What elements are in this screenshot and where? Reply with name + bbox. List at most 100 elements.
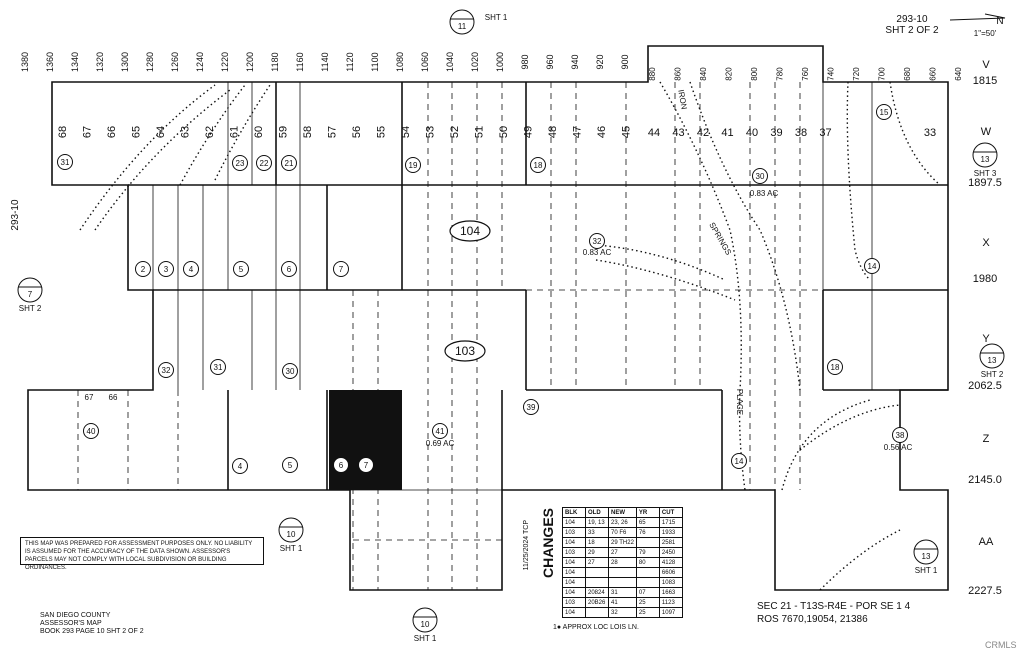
tick-label: 1020	[470, 52, 480, 72]
parcel-circle	[232, 155, 248, 171]
dashed-lines	[77, 82, 823, 590]
changes-cell: 27	[608, 547, 637, 558]
parcel-number: 7	[339, 265, 344, 274]
changes-header-cell: OLD	[585, 507, 609, 518]
changes-cell: 1123	[658, 597, 683, 608]
parcel-circle	[333, 261, 349, 277]
section-line-2: ROS 7670,19054, 21386	[757, 614, 868, 625]
parcel-circle	[183, 261, 199, 277]
parcel-number: 4	[238, 462, 243, 471]
row-letter: Z	[983, 433, 990, 445]
changes-cell: 32	[608, 607, 637, 618]
block-number: 103	[455, 344, 475, 358]
block-number: 104	[460, 224, 480, 238]
sheet-ref-label: SHT 1	[485, 13, 508, 22]
parcel-circle	[282, 457, 298, 473]
changes-cell	[635, 567, 660, 578]
scale-label: 1"=50'	[974, 29, 997, 38]
lot-number: 48	[547, 126, 559, 138]
block-ellipse	[444, 340, 486, 362]
changes-cell: 1715	[658, 517, 683, 528]
row-value: 2062.5	[968, 380, 1002, 392]
parcel-circle	[333, 457, 349, 473]
side-map-number: 293-10	[10, 199, 21, 231]
changes-cell: 27	[585, 557, 609, 568]
changes-cell	[635, 577, 660, 588]
lot-number: 55	[376, 126, 388, 138]
lot-number: 66	[109, 393, 118, 402]
changes-cell	[585, 577, 609, 588]
county-line-3: BOOK 293 PAGE 10 SHT 2 OF 2	[40, 628, 144, 635]
changes-cell	[585, 567, 609, 578]
parcel-number: 14	[735, 457, 744, 466]
parcel-number: 5	[239, 265, 244, 274]
changes-header-cell: CUT	[658, 507, 683, 518]
map-number: 293-10	[896, 14, 928, 25]
sheet-ref-circle	[278, 517, 304, 543]
changes-cell: 23, 26	[608, 517, 637, 528]
changes-cell: 20824	[585, 587, 609, 598]
tick-label-small: 660	[929, 67, 938, 81]
tick-label: 1000	[495, 52, 505, 72]
lot-number: 40	[746, 127, 758, 139]
row-letter: AA	[979, 536, 994, 548]
tick-label: 1280	[145, 52, 155, 72]
changes-cell: 103	[562, 547, 586, 558]
parcel-number: 23	[236, 159, 245, 168]
changes-cell: 70 F6	[608, 527, 637, 538]
sheet-label: SHT 2 OF 2	[885, 25, 939, 36]
changes-cell: 1097	[658, 607, 683, 618]
changes-header-cell: NEW	[608, 507, 637, 518]
parcel-number: 32	[593, 237, 602, 246]
sheet-ref-number: 10	[287, 530, 296, 539]
row-value: 2145.0	[968, 474, 1002, 486]
tick-label-small: 720	[852, 67, 861, 81]
sheet-ref-label: SHT 1	[915, 566, 938, 575]
tick-label: 1220	[220, 52, 230, 72]
lot-number: 67	[85, 393, 94, 402]
tick-label-small: 700	[878, 67, 887, 81]
tick-label: 1320	[95, 52, 105, 72]
tick-label: 1060	[420, 52, 430, 72]
north-arrow-icon	[949, 13, 1006, 21]
lot-number: 39	[770, 127, 782, 139]
sheet-ref-label: SHT 2	[981, 370, 1004, 379]
changes-cell	[608, 567, 637, 578]
lot-number: 66	[106, 126, 118, 138]
parcel-acreage: 0.83 AC	[750, 189, 779, 198]
sheet-ref-number: 7	[28, 290, 33, 299]
tick-label: 1200	[245, 52, 255, 72]
block-ellipse	[449, 220, 491, 242]
county-line-2: ASSESSOR'S MAP	[40, 620, 102, 627]
parcel-number: 18	[831, 363, 840, 372]
redacted-lots	[329, 390, 402, 490]
sheet-ref-circle	[979, 343, 1005, 369]
dotted-features	[79, 81, 941, 591]
parcel-circle	[281, 155, 297, 171]
sheet-ref-circle	[17, 277, 43, 303]
lot-number: 46	[596, 126, 608, 138]
block-labels: 104 103	[444, 220, 491, 362]
sheet-ref-label: SHT 3	[974, 169, 997, 178]
sheet-ref-number: 13	[922, 552, 931, 561]
lot-number: 53	[425, 126, 437, 138]
parcel-number: 40	[87, 427, 96, 436]
changes-cell: 4128	[658, 557, 683, 568]
changes-cell: 103	[562, 527, 586, 538]
changes-cell: 29	[585, 547, 609, 558]
lot-number: 41	[721, 127, 733, 139]
changes-cell	[585, 607, 609, 618]
changes-cell: 25	[635, 607, 660, 618]
parcel-circle	[589, 233, 605, 249]
lot-number: 52	[449, 126, 461, 138]
changes-cell: 104	[562, 577, 586, 588]
changes-header-cell: YR	[635, 507, 660, 518]
